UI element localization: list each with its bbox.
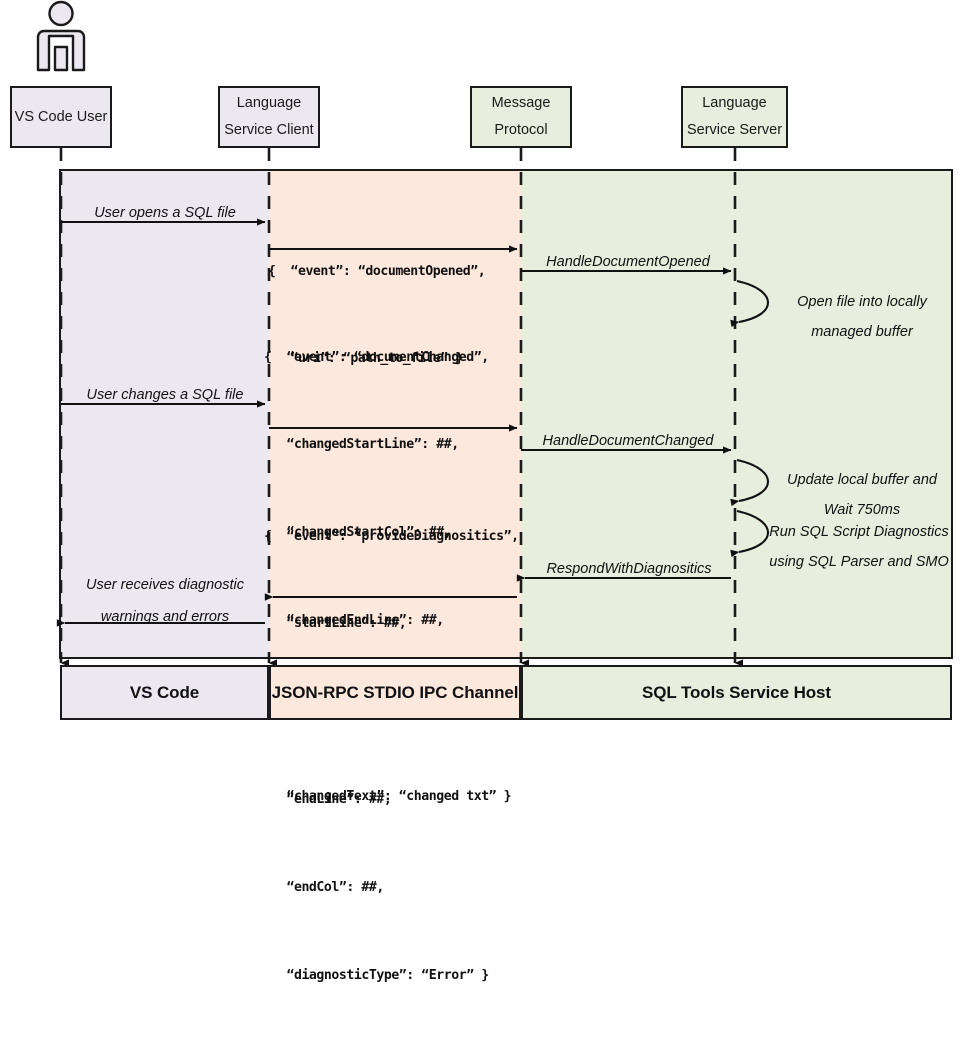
message-label-line1: User receives diagnostic [86,577,244,593]
note-line1: Update local buffer and [787,472,937,488]
selfloop-update-local-buffer [730,458,769,507]
band-label-vs-code[interactable]: VS Code [60,665,269,720]
vs-code-user-actor-icon [36,0,86,72]
message-label-handle-document-changed: HandleDocumentChanged [542,433,714,449]
payload-document-opened: { “event”: “documentOpened”, “uri”: “pat… [268,198,486,432]
payload-line: “changedStartCol”: ##, [264,525,452,541]
message-label-handle-document-opened: HandleDocumentOpened [546,254,710,270]
payload-provide-diagnositics: { “event”: “provideDiagnositics”, “start… [264,463,519,1049]
sequence-diagram-canvas: VS Code User Language Service Client Mes… [10,0,954,983]
participant-language-service-client[interactable]: Language Service Client [218,86,320,148]
note-line1: Open file into locally [797,294,927,310]
message-label-user-opens-sql-file: User opens a SQL file [94,205,236,221]
band-label-json-rpc-stdio-ipc-channel[interactable]: JSON-RPC STDIO IPC Channel [269,665,521,720]
participant-vs-code-user[interactable]: VS Code User [10,86,112,148]
payload-line: “changedEndLine”: ##, [264,613,444,629]
note-line2: Wait 750ms [823,501,901,518]
note-line2: using SQL Parser and SMO [769,553,949,570]
participant-label-line2: Service Client [224,122,314,138]
payload-line: { “event”: “provideDiagnositics”, [264,528,519,544]
message-label-user-changes-sql-file: User changes a SQL file [86,387,244,403]
message-label-user-receives-diagnostics: User receives diagnostic warnings and er… [61,570,269,634]
payload-line: “diagnosticType”: “Error” } [264,968,489,984]
participant-language-service-server[interactable]: Language Service Server [681,86,788,148]
diagram-vector-layer [36,0,953,667]
note-update-local-buffer-wait: Update local buffer and Wait 750ms [772,466,952,525]
participant-message-protocol[interactable]: Message Protocol [470,86,572,148]
payload-line: { “event”: “documentOpened”, [268,263,486,279]
payload-line: “endCol”: ##, [264,880,384,896]
payload-line: “uri”: “path_to_file” } [268,351,463,367]
participant-label-line1: Language [702,95,767,112]
payload-line: “changedStartLine”: ##, [264,437,459,453]
selfloop-open-file-into-buffer [730,279,769,328]
message-label-line2: warnings and errors [100,608,230,625]
note-open-file-into-buffer: Open file into locally managed buffer [772,288,952,347]
participant-label-line2: Service Server [686,122,783,138]
band-label-sql-tools-service-host[interactable]: SQL Tools Service Host [521,665,952,720]
payload-line: “startLine”: ##, [264,616,407,632]
payload-line: “endLine”: ##, [264,792,392,808]
participant-label-line1: VS Code User [14,108,108,125]
payload-line: { “event”: “documentChanged”, [264,349,489,365]
note-line1: Run SQL Script Diagnostics [769,524,949,540]
selfloop-run-sql-diagnostics [730,509,769,558]
participant-label-line1: Message [491,95,551,112]
note-line2: managed buffer [811,323,913,340]
note-run-sql-script-diagnostics: Run SQL Script Diagnostics using SQL Par… [764,518,954,577]
message-label-respond-with-diagnositics: RespondWithDiagnositics [546,561,712,577]
participant-label-line1: Language [236,95,302,112]
participant-label-line2: Protocol [494,122,548,138]
swimlane-bands [59,169,953,659]
